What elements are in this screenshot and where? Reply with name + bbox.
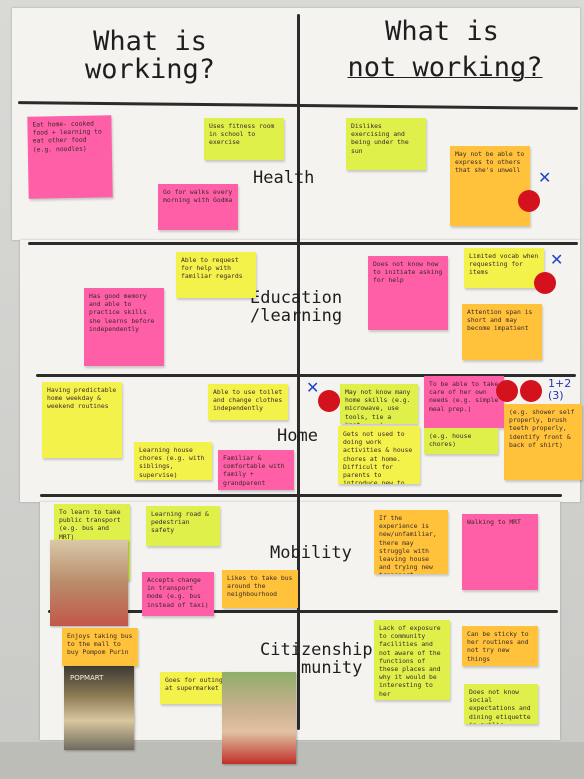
health-divider [28, 242, 578, 245]
sticky-note: May not be able to express to others tha… [450, 146, 530, 226]
blue-cross-mark: ✕ [550, 250, 564, 269]
category-mobility: Mobility [270, 543, 352, 563]
store-photo: POPMART [64, 666, 134, 750]
sticky-note: Eat home- cooked food + learning to eat … [27, 115, 113, 199]
sticky-note: Can be sticky to her routines and not tr… [462, 626, 538, 666]
sticky-note: Gets not used to doing work activities &… [338, 426, 420, 484]
vote-count-note: 1+2 (3) [548, 377, 572, 403]
sticky-note: To be able to take care of her own needs… [424, 376, 504, 428]
sticky-note: Does not know how to initiate asking for… [368, 256, 448, 330]
sticky-note: Learning road & pedestrian safety [146, 506, 220, 546]
sticky-note: Does not know social expectations and di… [464, 684, 538, 724]
sticky-note: Enjoys taking bus to the mall to buy Pom… [62, 628, 138, 666]
header-what-is-not-working-line1: What is [385, 16, 499, 47]
sticky-note: Dislikes exercising and being under the … [346, 118, 426, 170]
education-divider [36, 374, 576, 377]
sticky-note: (e.g. house chores) [424, 428, 498, 454]
sticky-note: Go for walks every morning with Godma [158, 184, 238, 230]
sticky-note: Likes to take bus around the neighbourho… [222, 570, 298, 608]
red-dot-sticker [318, 390, 340, 412]
sticky-note: Goes for outing at supermarket [160, 672, 232, 704]
sticky-note: Has good memory and able to practice ski… [84, 288, 164, 366]
category-home: Home [277, 426, 318, 446]
blue-cross-mark: ✕ [538, 168, 552, 187]
sticky-note: Having predictable home weekday & weeken… [42, 382, 122, 458]
sticky-note: Learning house chores (e.g. with sibling… [134, 442, 212, 480]
red-dot-sticker [518, 190, 540, 212]
center-divider [297, 14, 300, 730]
sticky-note: May not know many home skills (e.g. micr… [340, 384, 418, 424]
red-dot-sticker [534, 272, 556, 294]
sticky-note: Able to request for help with familiar r… [176, 252, 256, 298]
red-dot-sticker [496, 380, 518, 402]
sticky-note: Lack of exposure to community facilities… [374, 620, 450, 700]
store-sign-text: POPMART [70, 674, 104, 682]
category-citizenship: Citizenship munity [260, 640, 373, 678]
sticky-note: Limited vocab when requesting for items [464, 248, 544, 288]
category-health: Health [253, 168, 315, 188]
sticky-note: Able to use toilet and change clothes in… [208, 384, 288, 420]
sticky-note: Attention span is short and may become i… [462, 304, 542, 360]
home-divider [40, 494, 562, 497]
mobility-divider [48, 610, 558, 613]
header-what-is-not-working-line2: not working? [347, 52, 543, 83]
sticky-note: Walking to MRT [462, 514, 538, 590]
sticky-note: Accepts change in transport mode (e.g. b… [142, 572, 214, 616]
blue-cross-mark: ✕ [306, 378, 320, 397]
category-education: Education /learning [250, 288, 343, 326]
red-dot-sticker [520, 380, 542, 402]
sticky-note: Familiar & comfortable with family + gra… [218, 450, 294, 490]
header-what-is-working: What is working? [84, 26, 216, 86]
family-photo [222, 672, 296, 764]
sticky-note: If the experience is new/unfamiliar, the… [374, 510, 448, 574]
sticky-note: (e.g. shower self properly, brush teeth … [504, 404, 582, 480]
child-photo [50, 540, 128, 626]
sticky-note: Uses fitness room in school to exercise [204, 118, 284, 160]
